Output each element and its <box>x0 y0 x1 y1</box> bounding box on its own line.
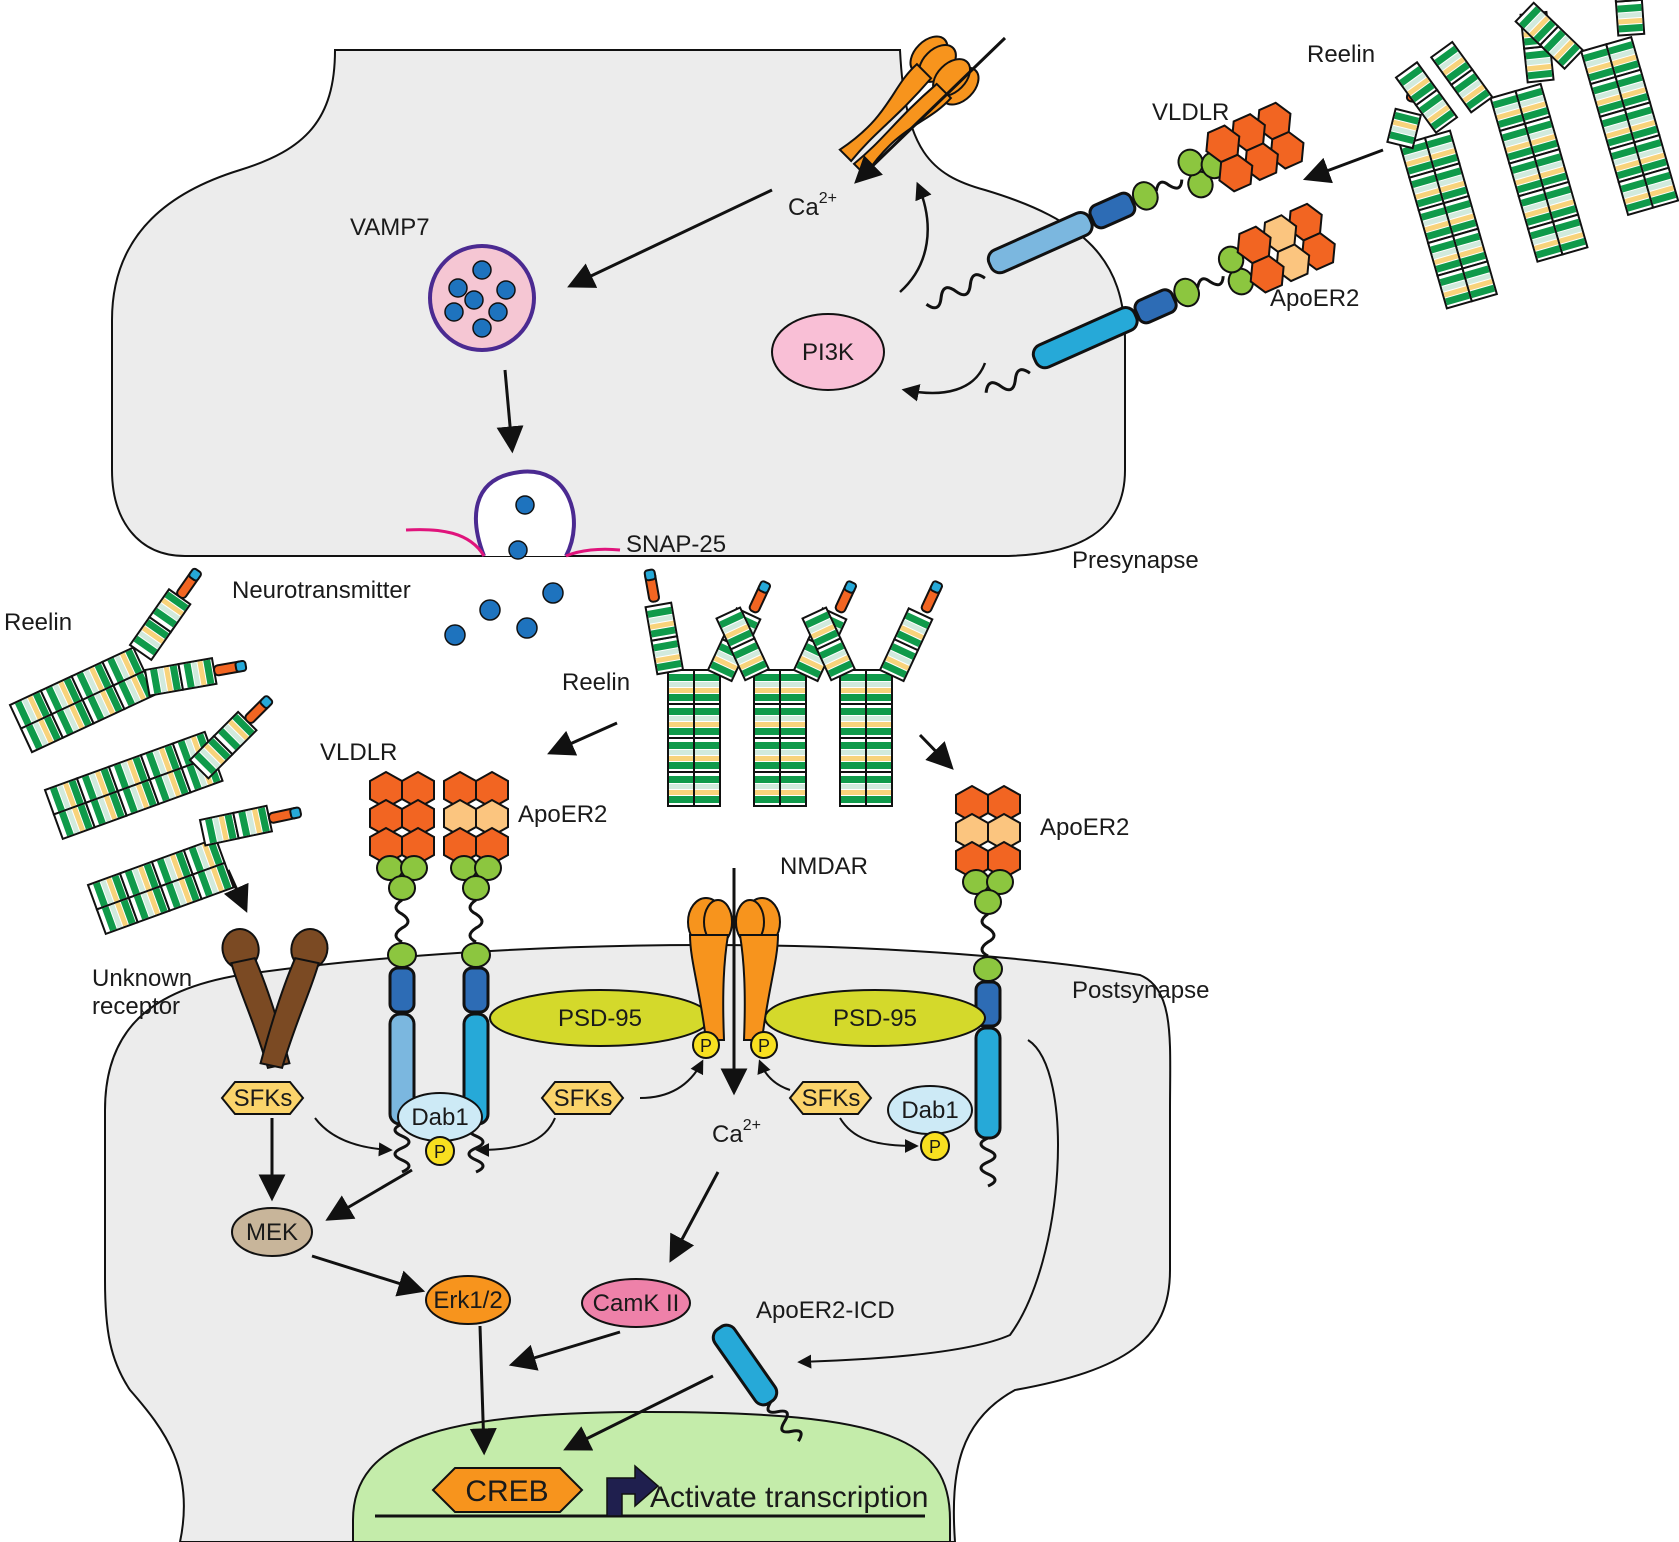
transcription-start-arrow <box>606 1464 660 1517</box>
neurotransmitter-molecules <box>444 582 564 646</box>
apoer2-icd-label: ApoER2-ICD <box>756 1297 895 1324</box>
dab1-left-p-label: P <box>434 1142 446 1162</box>
dab1-left: Dab1 P <box>397 1092 483 1166</box>
snap25-left <box>405 528 486 557</box>
erk: Erk1/2 <box>425 1275 511 1325</box>
sfks-2-label: SFKs <box>554 1085 613 1112</box>
apoer2-post-right-label: ApoER2 <box>1040 814 1129 841</box>
pi3k-to-channel-arrow <box>899 181 932 293</box>
apoer2-post-left-label: ApoER2 <box>518 801 607 828</box>
camk: CamK II <box>581 1278 691 1328</box>
apoer2-pre-label: ApoER2 <box>1270 285 1359 312</box>
reelin-to-apoer2-right-arrow <box>918 733 954 770</box>
fusing-vesicle <box>474 469 576 560</box>
vldlr-post-label: VLDLR <box>320 739 397 766</box>
sfks-2: SFKs <box>540 1081 625 1115</box>
reelin-to-unknown-arrow <box>223 869 249 913</box>
postsynapse-label: Postsynapse <box>1072 977 1209 1004</box>
vamp7-to-fusion-arrow <box>496 369 524 454</box>
sfks-1: SFKs <box>220 1081 305 1115</box>
psd95-left-label: PSD-95 <box>558 1005 642 1032</box>
creb-label: CREB <box>465 1475 548 1508</box>
reelin-center-label: Reelin <box>562 669 630 696</box>
vldlr-presynaptic <box>925 98 1311 310</box>
activate-transcription-label: Activate transcription <box>650 1481 928 1514</box>
nmdar-label: NMDAR <box>780 853 868 880</box>
reelin-presynaptic <box>1386 0 1679 310</box>
nmdar-channel: P P <box>687 868 781 1096</box>
dab1-right-p-label: P <box>929 1137 941 1157</box>
pi3k-label: PI3K <box>802 339 854 366</box>
dab1-right-label: Dab1 <box>901 1097 958 1124</box>
snap25-right <box>565 547 621 558</box>
psd95-right-label: PSD-95 <box>833 1005 917 1032</box>
ca-to-vamp7-arrow <box>567 188 773 288</box>
vldlr-pre-label: VLDLR <box>1152 99 1229 126</box>
camk-label: CamK II <box>593 1290 680 1317</box>
vamp7-label: VAMP7 <box>350 214 430 241</box>
dab1-left-label: Dab1 <box>411 1104 468 1131</box>
reelin-center <box>643 568 944 807</box>
pi3k <box>771 313 885 391</box>
dab1-right: Dab1 P <box>887 1085 973 1161</box>
snap25-label: SNAP-25 <box>626 531 726 558</box>
neurotransmitter-label: Neurotransmitter <box>232 577 411 604</box>
presynapse-label: Presynapse <box>1072 547 1199 574</box>
apoer2-postsynaptic-left <box>443 771 509 1174</box>
sfks-3: SFKs <box>788 1081 873 1115</box>
reelin-to-vldlr-arrow <box>547 721 618 756</box>
apoer2-icd <box>711 1323 803 1442</box>
sfks-1-label: SFKs <box>234 1085 293 1112</box>
mek-label: MEK <box>246 1219 298 1246</box>
ca-post-label: Ca2+ <box>712 1117 761 1148</box>
signaling-arrows <box>258 1039 1059 1456</box>
presynaptic-calcium-channel <box>838 35 1007 184</box>
reelin-left-label: Reelin <box>4 609 72 636</box>
nucleus <box>352 1410 951 1542</box>
erk-label: Erk1/2 <box>433 1287 502 1314</box>
vamp7-vesicle <box>428 244 536 352</box>
ca-pre-label: Ca2+ <box>788 190 837 221</box>
mek: MEK <box>231 1207 313 1257</box>
apoer2-postsynaptic-right <box>955 785 1021 1188</box>
receptor-to-pi3k-arrow <box>901 362 987 402</box>
sfks-3-label: SFKs <box>802 1085 861 1112</box>
apoer2-presynaptic <box>984 199 1343 393</box>
presynapse-terminal <box>111 49 1126 557</box>
nmdar-p-right-label: P <box>758 1036 770 1056</box>
unknown-receptor <box>221 928 329 1070</box>
reelin-to-pre-receptor-arrow <box>1302 148 1384 184</box>
reelin-pre-label: Reelin <box>1307 41 1375 68</box>
creb: CREB <box>431 1467 584 1513</box>
nmdar-p-left-label: P <box>700 1036 712 1056</box>
